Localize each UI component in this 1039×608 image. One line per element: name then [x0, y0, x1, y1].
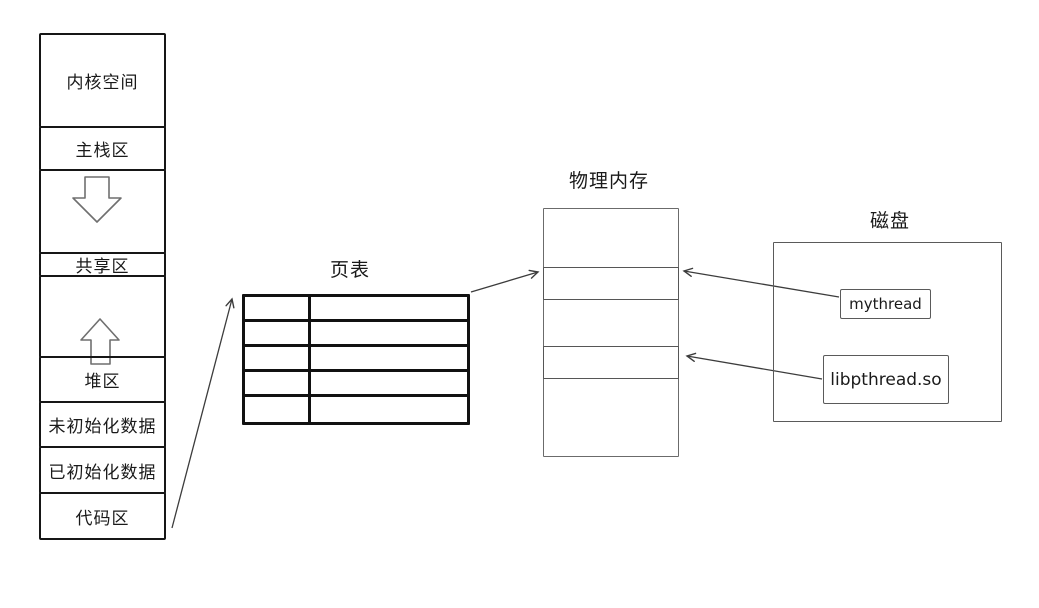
physical-memory-title: 物理内存	[568, 170, 650, 192]
segment-main-stack: 主栈区	[39, 126, 166, 171]
disk: mythread libpthread.so	[773, 242, 1002, 422]
disk-file-libpthread: libpthread.so	[823, 355, 949, 404]
page-table-cell	[311, 322, 467, 347]
segment-label: 内核空间	[66, 73, 139, 93]
page-table-cell	[245, 347, 311, 372]
segment-heap-growth-area	[39, 275, 166, 358]
segment-heap: 堆区	[39, 356, 166, 403]
segment-uninitialized-data: 未初始化数据	[39, 401, 166, 448]
segment-kernel-space: 内核空间	[39, 33, 166, 128]
page-table-cell	[311, 372, 467, 397]
arrow-code-to-pagetable	[171, 297, 235, 529]
page-table-cell	[245, 322, 311, 347]
segment-label: 已初始化数据	[48, 462, 157, 483]
disk-title: 磁盘	[869, 210, 911, 232]
physical-memory	[543, 208, 679, 457]
page-table-cell	[245, 397, 311, 422]
segment-shared-area: 共享区	[39, 252, 166, 277]
page-table-cell	[311, 347, 467, 372]
segment-label: 未初始化数据	[48, 417, 157, 437]
arrow-pagetable-to-physmem	[470, 269, 540, 293]
file-name: mythread	[849, 295, 922, 313]
memory-frame-2	[543, 346, 679, 379]
process-address-space-stack: 内核空间 主栈区 共享区 堆区 未初始化数据 已初始化数据 代码区	[39, 33, 166, 540]
page-table-cell	[245, 297, 311, 322]
segment-label: 堆区	[84, 372, 121, 392]
segment-label: 主栈区	[75, 141, 130, 161]
page-table	[242, 294, 470, 425]
segment-code-area: 代码区	[39, 492, 166, 540]
memory-frame-1	[543, 267, 679, 300]
file-name: libpthread.so	[830, 369, 942, 390]
segment-stack-growth-area	[39, 169, 166, 254]
segment-label: 代码区	[75, 508, 130, 529]
disk-file-mythread: mythread	[840, 289, 931, 319]
page-table-title: 页表	[329, 259, 371, 281]
page-table-cell	[311, 297, 467, 322]
page-table-cell	[311, 397, 467, 422]
segment-label: 共享区	[75, 257, 130, 277]
page-table-cell	[245, 372, 311, 397]
segment-initialized-data: 已初始化数据	[39, 446, 166, 494]
